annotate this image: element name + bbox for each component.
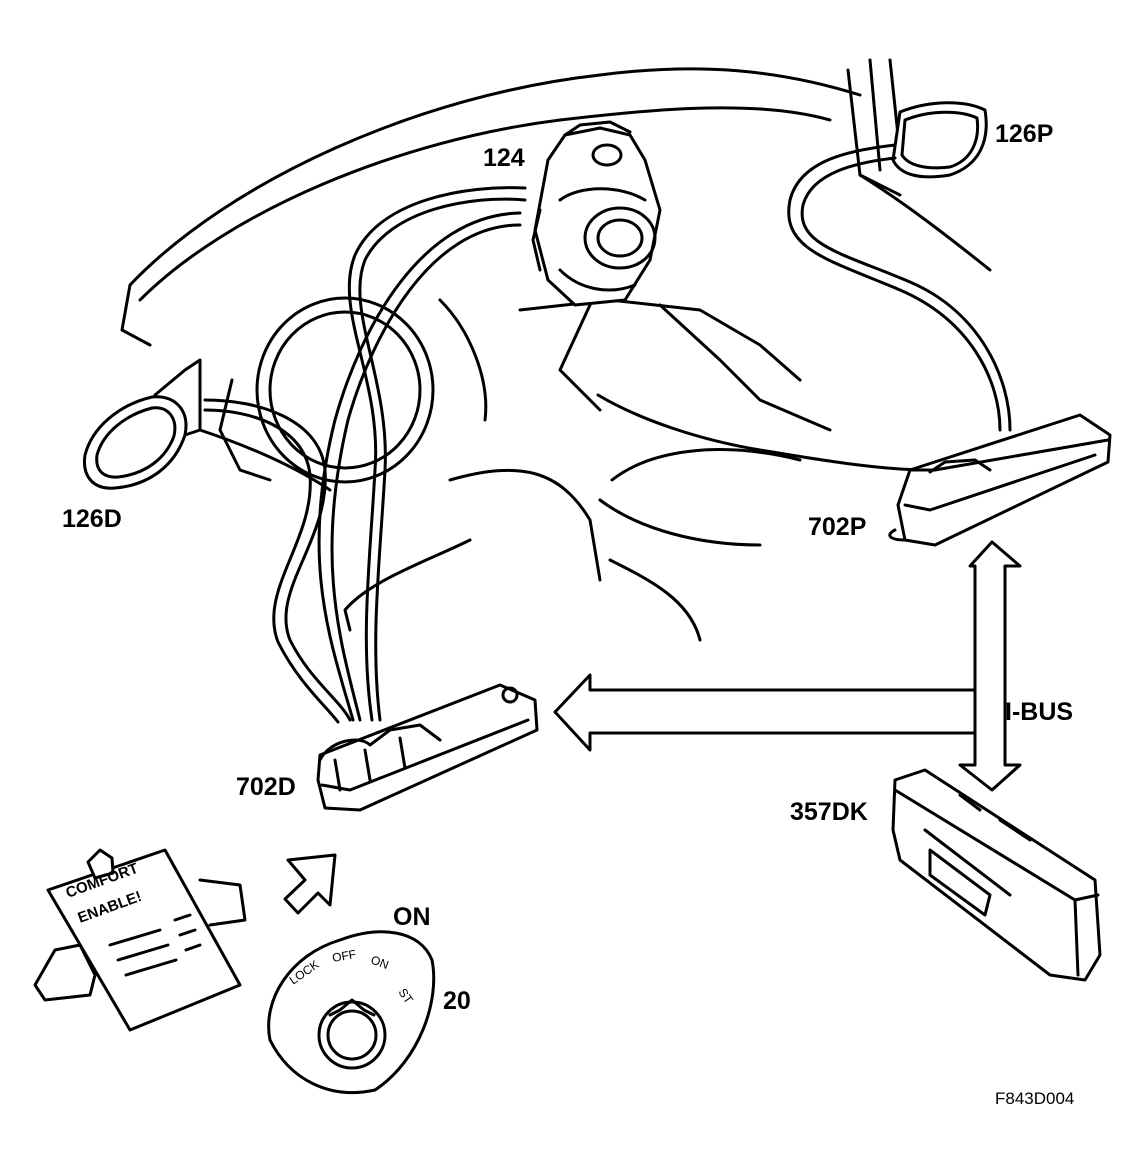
label-702d: 702D <box>236 773 296 801</box>
switch-702p <box>888 413 1112 547</box>
interior-light-124 <box>531 120 662 307</box>
module-357dk <box>891 768 1102 982</box>
label-124: 124 <box>483 144 525 172</box>
label-357dk: 357DK <box>790 798 868 826</box>
mirror-126p <box>891 101 988 179</box>
label-20: 20 <box>443 987 471 1015</box>
ignition-switch-20 <box>267 930 436 1095</box>
label-126d: 126D <box>62 505 122 533</box>
cable-to-124 <box>317 186 527 722</box>
mirror-126d <box>82 358 202 490</box>
ignition-off: OFF <box>331 947 357 965</box>
label-126p: 126P <box>995 120 1053 148</box>
label-702p: 702P <box>808 513 866 541</box>
figure-id: F843D004 <box>995 1089 1074 1108</box>
label-ignition-on: ON <box>393 903 431 931</box>
label-ibus: I-BUS <box>1005 698 1073 726</box>
switch-702d <box>316 683 539 812</box>
comfort-clipboard <box>46 848 242 1032</box>
steering-wheel <box>255 296 435 484</box>
ibus-arrow-vertical <box>958 540 1022 792</box>
pointer-arrow <box>283 853 337 915</box>
cable-to-126p <box>787 143 1012 432</box>
ibus-arrow-horizontal <box>553 673 977 752</box>
cable-to-126d <box>203 398 352 724</box>
dashboard-outline <box>120 58 992 642</box>
ignition-on: ON <box>369 953 391 972</box>
